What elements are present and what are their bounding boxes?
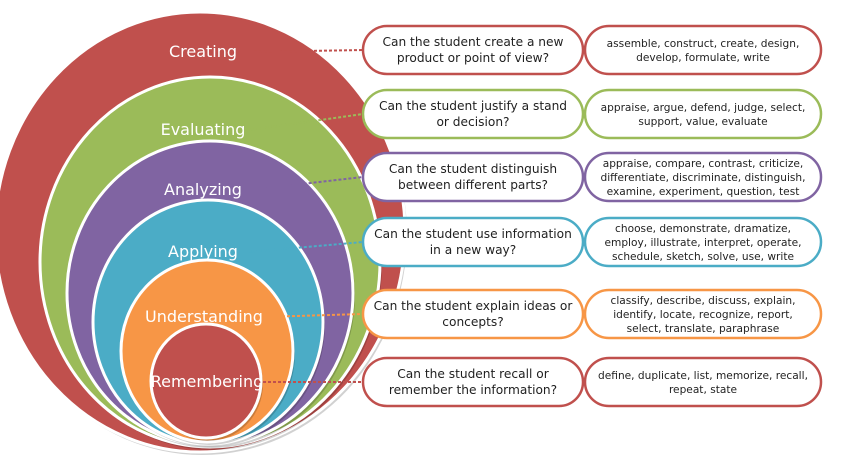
evaluating-verbs-box bbox=[583, 88, 823, 140]
analyzing-question-box bbox=[361, 151, 585, 203]
understanding-verbs-line: select, translate, paraphrase bbox=[627, 323, 780, 335]
evaluating-verbs-line: appraise, argue, defend, judge, select, bbox=[601, 102, 806, 114]
creating-verbs-box bbox=[583, 24, 823, 76]
creating-connector bbox=[248, 49, 364, 53]
applying-verbs-line: choose, demonstrate, dramatize, bbox=[615, 223, 791, 235]
evaluating-label: Evaluating bbox=[161, 120, 246, 139]
creating-question-line: product or point of view? bbox=[397, 51, 549, 65]
remembering-question-box bbox=[361, 356, 585, 408]
understanding-verbs-line: classify, describe, discuss, explain, bbox=[611, 295, 796, 307]
evaluating-question-line: Can the student justify a stand bbox=[379, 99, 567, 113]
applying-verbs-box bbox=[583, 216, 823, 268]
understanding-question-box bbox=[361, 288, 585, 340]
understanding-connector bbox=[261, 313, 364, 318]
creating-question-box bbox=[361, 24, 585, 76]
applying-verbs-line: employ, illustrate, interpret, operate, bbox=[604, 237, 801, 249]
applying-verbs-line: schedule, sketch, solve, use, write bbox=[612, 251, 794, 263]
analyzing-connector bbox=[248, 176, 364, 191]
evaluating-question-line: or decision? bbox=[436, 115, 509, 129]
analyzing-verbs-line: appraise, compare, contrast, criticize, bbox=[603, 158, 804, 170]
analyzing-question-line: Can the student distinguish bbox=[389, 162, 557, 176]
understanding-question-line: concepts? bbox=[442, 315, 503, 329]
analyzing-question-line: between different parts? bbox=[398, 178, 548, 192]
applying-question-line: Can the student use information bbox=[374, 227, 572, 241]
applying-connector bbox=[248, 241, 364, 253]
understanding-verbs-line: identify, locate, recognize, report, bbox=[613, 309, 793, 321]
analyzing-label: Analyzing bbox=[164, 180, 242, 199]
analyzing-verbs-line: differentiate, discriminate, distinguish… bbox=[600, 172, 805, 184]
applying-question-box bbox=[361, 216, 585, 268]
applying-label: Applying bbox=[168, 242, 238, 261]
creating-verbs-line: assemble, construct, create, design, bbox=[607, 38, 800, 50]
understanding-label: Understanding bbox=[145, 307, 263, 326]
remembering-question-line: Can the student recall or bbox=[397, 367, 549, 381]
understanding-question-line: Can the student explain ideas or bbox=[374, 299, 574, 313]
understanding-verbs-box bbox=[583, 288, 823, 340]
creating-question-line: Can the student create a new bbox=[382, 35, 563, 49]
analyzing-verbs-line: examine, experiment, question, test bbox=[607, 186, 800, 198]
remembering-verbs-line: define, duplicate, list, memorize, recal… bbox=[598, 370, 808, 382]
remembering-question-line: remember the information? bbox=[389, 383, 557, 397]
remembering-label: Remembering bbox=[151, 372, 264, 391]
evaluating-question-box bbox=[361, 88, 585, 140]
remembering-verbs-line: repeat, state bbox=[669, 384, 737, 396]
applying-question-line: in a new way? bbox=[430, 243, 517, 257]
creating-verbs-line: develop, formulate, write bbox=[636, 52, 770, 64]
creating-label: Creating bbox=[169, 42, 237, 61]
evaluating-verbs-line: support, value, evaluate bbox=[638, 116, 767, 128]
analyzing-verbs-box bbox=[583, 151, 823, 203]
evaluating-connector bbox=[248, 113, 364, 131]
remembering-verbs-box bbox=[583, 356, 823, 408]
